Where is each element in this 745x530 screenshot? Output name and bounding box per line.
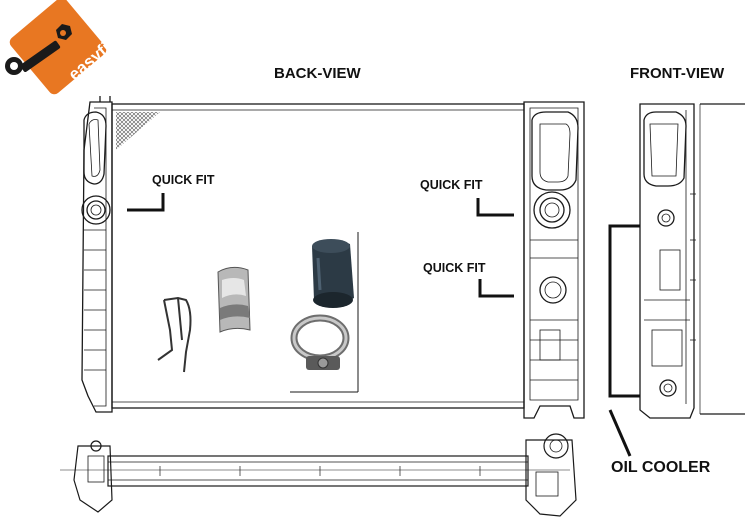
radiator-back-drawing — [81, 96, 585, 419]
quick-fit-right-bottom-label: QUICK FIT — [423, 261, 486, 275]
oil-cooler-label: OIL COOLER — [611, 459, 711, 476]
quick-fit-left-label: QUICK FIT — [152, 173, 215, 187]
oil-cooler-pointer — [608, 409, 632, 457]
oil-cooler-leader — [608, 224, 640, 398]
quick-fit-left-leader — [127, 193, 165, 212]
back-view-title: BACK-VIEW — [274, 65, 361, 82]
metal-clamp — [217, 266, 251, 333]
accessory-parts — [157, 232, 359, 393]
quick-fit-right-top-leader — [476, 198, 514, 217]
rubber-hose — [312, 239, 354, 308]
easyfit-logo: easyfit — [5, 0, 119, 95]
spring-clip — [157, 296, 192, 373]
front-view-title: FRONT-VIEW — [630, 65, 725, 82]
radiator-front-drawing — [639, 103, 745, 419]
callout-lines — [127, 193, 640, 457]
quick-fit-right-top-label: QUICK FIT — [420, 178, 483, 192]
radiator-bottom-drawing — [60, 433, 577, 517]
wrench-icon — [5, 24, 72, 75]
hose-clamp — [290, 314, 350, 370]
quick-fit-right-bottom-leader — [478, 279, 514, 298]
